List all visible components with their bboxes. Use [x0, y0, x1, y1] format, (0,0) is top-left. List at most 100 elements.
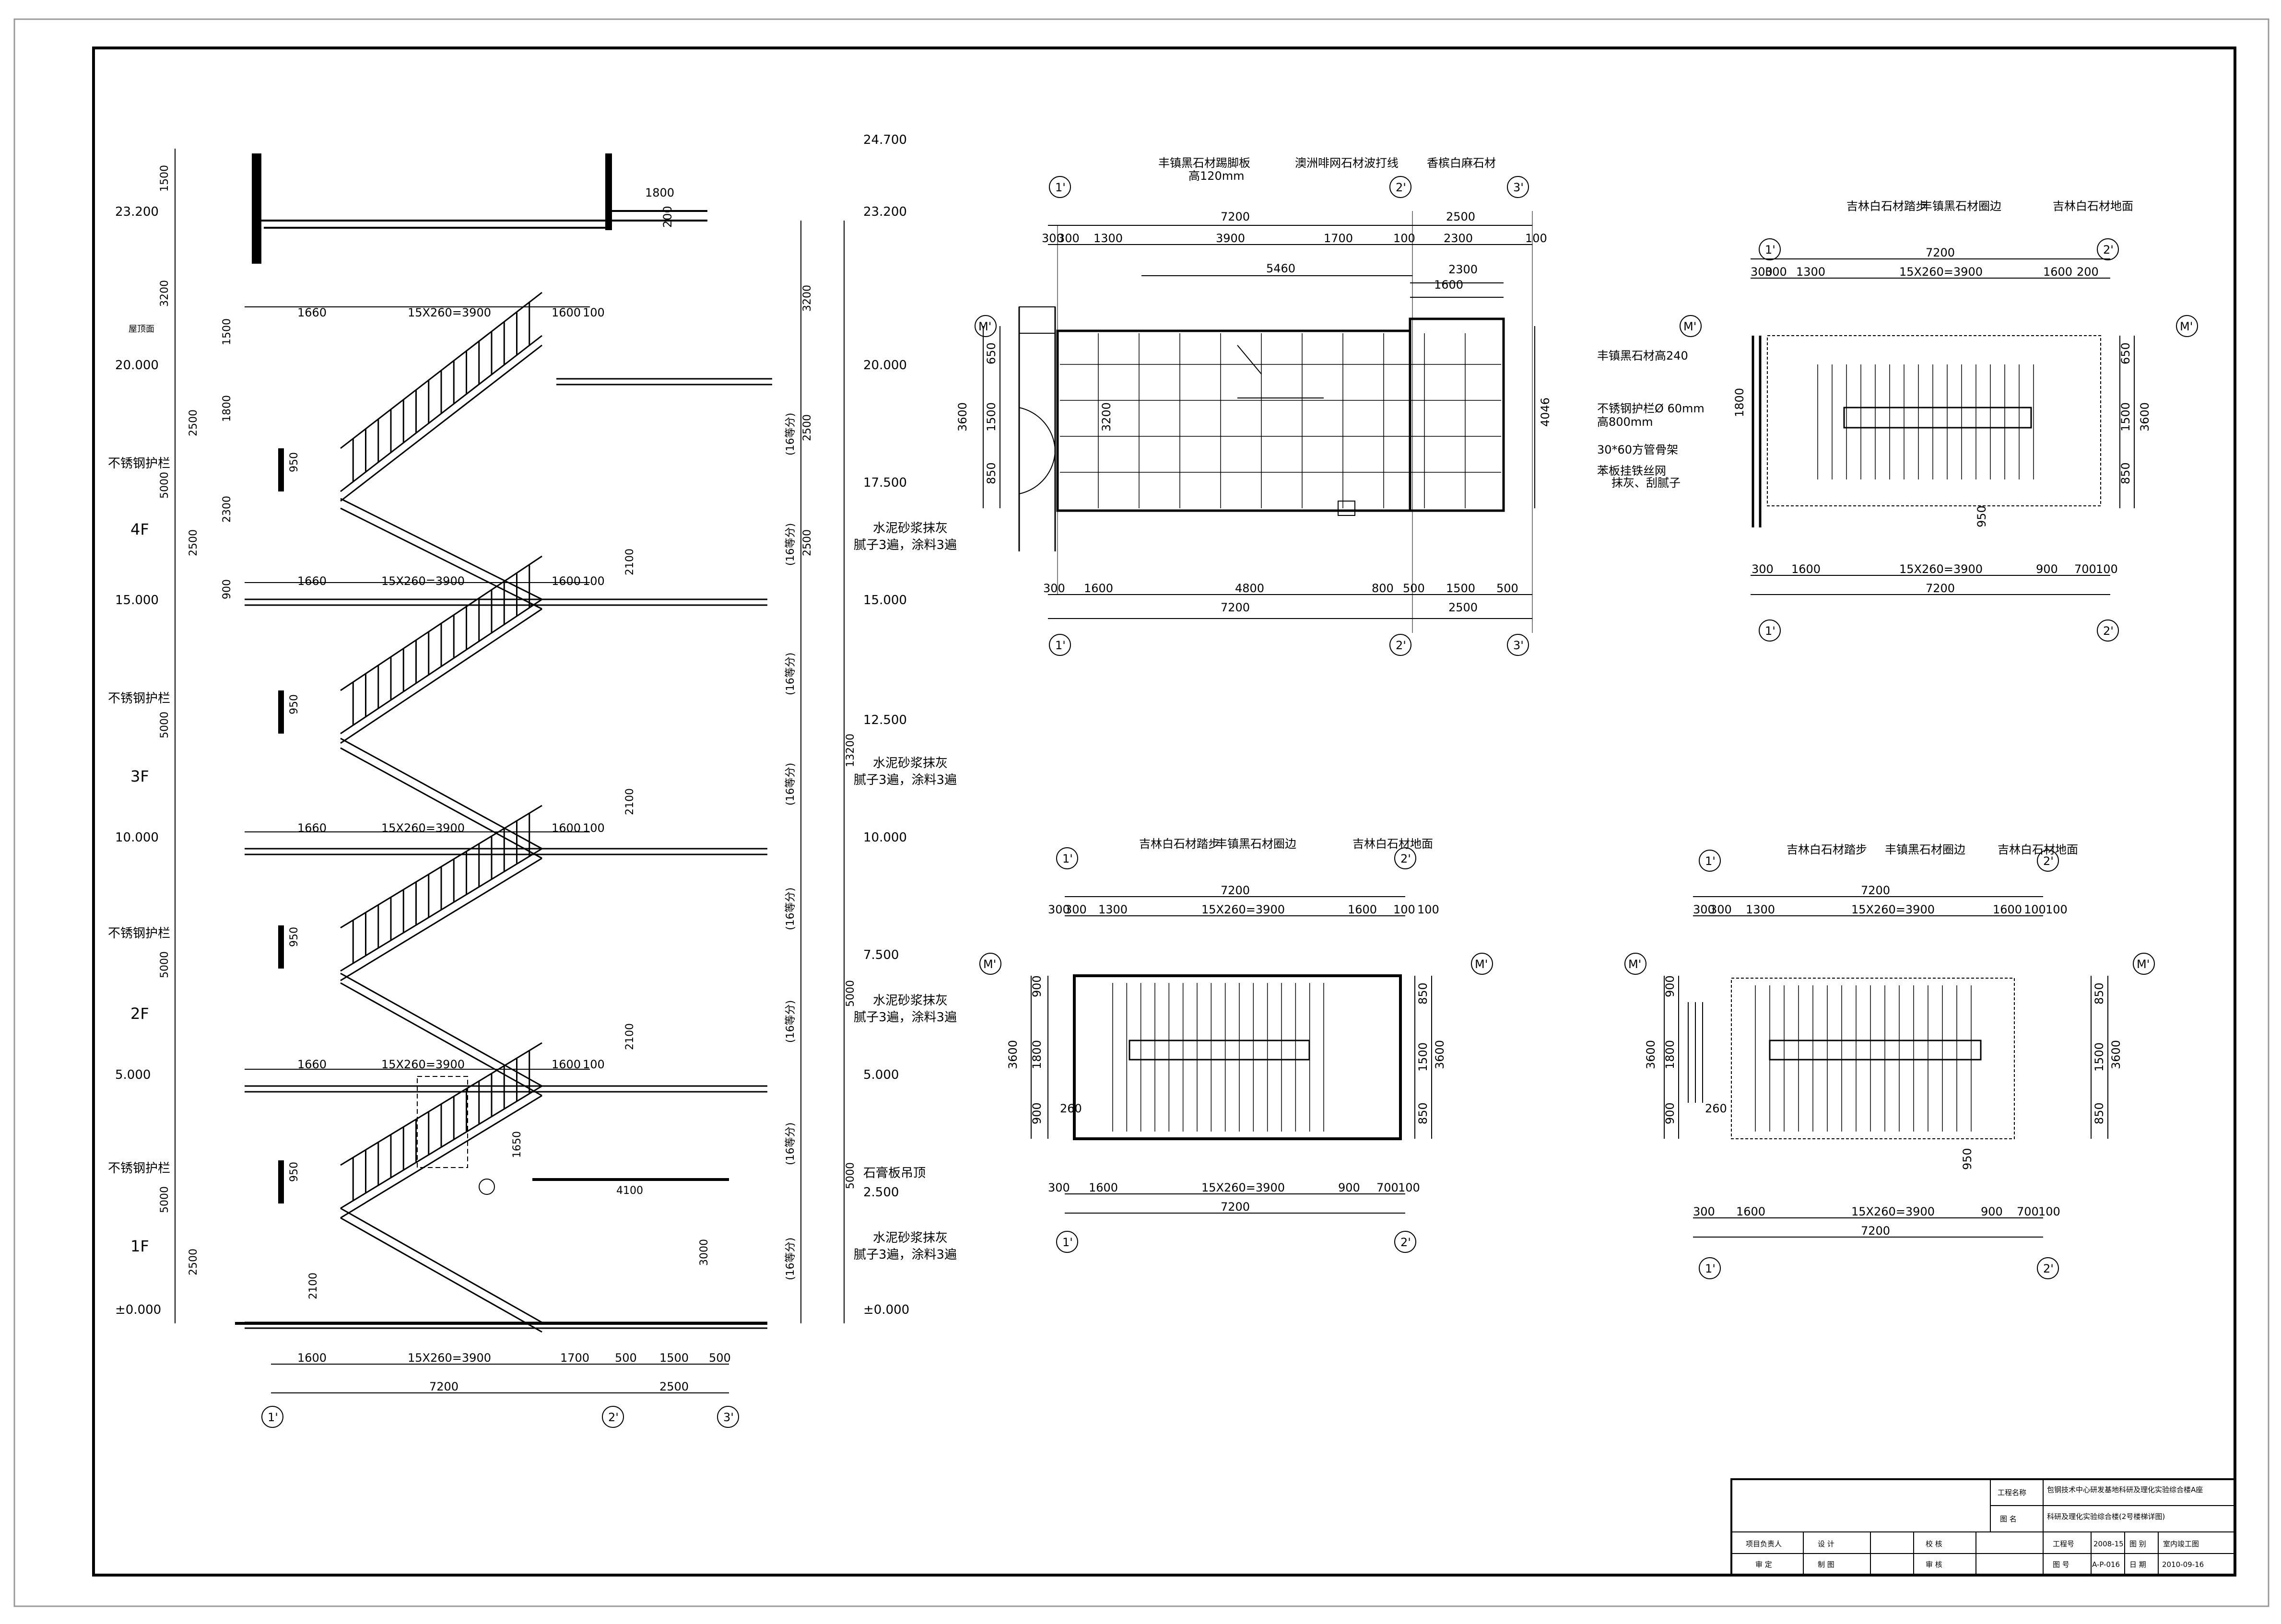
pm-s3600: 3600: [1006, 1040, 1020, 1069]
floor-slabs: [245, 378, 772, 1329]
pt-b7200: 7200: [1221, 601, 1250, 614]
lh-5000c: 5000: [159, 951, 171, 978]
pr-note-black-border: 丰镇黑石材圈边: [1921, 199, 2001, 213]
lh-5000b: 5000: [159, 712, 171, 738]
pb-note-tread: 吉林白石材踏步: [1787, 843, 1867, 856]
detail-callout: [479, 1179, 495, 1195]
in-950a: 950: [288, 452, 300, 472]
pb-axis-2b: 2': [2043, 1262, 2054, 1275]
pb-door: [1688, 1002, 1703, 1103]
elev-5-000: 5.000: [863, 1068, 899, 1082]
rh-label-d: (16等分): [785, 763, 797, 806]
upper-floor-plan: 吉林白石材踏步 丰镇黑石材圈边 吉林白石材地面 丰镇黑石材高240 不锈钢护栏Ø…: [1597, 199, 2198, 642]
floor-label-4f: 4F: [130, 520, 149, 538]
tb-date: 2010-09-16: [2162, 1560, 2204, 1569]
plan-top-dims: 7200 2500 300 300 1300 3900 1700 100 230…: [956, 210, 1552, 614]
floor-label-1f: 1F: [130, 1237, 149, 1255]
pr-s850: 850: [2119, 462, 2132, 484]
pt-b300: 300: [1043, 582, 1065, 595]
pm-15x260: 15X260=3900: [1201, 903, 1285, 916]
pb-1600: 1600: [1993, 903, 2022, 916]
pm-s900a: 900: [1030, 975, 1044, 997]
pr-s650: 650: [2119, 342, 2132, 364]
plaster-note-c2: 腻子3遍，涂料3遍: [854, 1010, 957, 1025]
pm-100a: 100: [1393, 903, 1415, 916]
lh-2500b: 2500: [188, 529, 200, 556]
lh-1800: 1800: [221, 395, 233, 422]
pt-b500a: 500: [1403, 582, 1425, 595]
bd-500a: 500: [615, 1351, 637, 1365]
pt-100b: 100: [1525, 232, 1547, 245]
stair-section-view: 1' 2' 3' 24.700 23.200 20.000 17.500 15.…: [108, 133, 957, 1428]
pt-1600: 1600: [1434, 278, 1463, 292]
tb-job-no: 2008-15: [2093, 1540, 2124, 1548]
pm-100b: 100: [1417, 903, 1439, 916]
note-champagne-granite: 香槟白麻石材: [1427, 156, 1496, 170]
pt-b1500: 1500: [1446, 582, 1475, 595]
pb-axes: 1' 2' 1' 2' M' M': [1624, 850, 2155, 1279]
rh-label-f: (16等分): [785, 1000, 797, 1043]
plaster-note-d2: 腻子3遍，涂料3遍: [854, 1248, 957, 1262]
pr-note-black-240: 丰镇黑石材高240: [1597, 349, 1688, 362]
note-emperador-border: 澳洲啡网石材波打线: [1295, 156, 1399, 170]
in-2100a: 2100: [624, 549, 636, 575]
plan-top-notes: 丰镇黑石材踢脚板 高120mm 澳洲啡网石材波打线 香槟白麻石材: [1158, 156, 1496, 183]
pr-b700: 700: [2074, 562, 2096, 576]
dim-200-roof: 200: [661, 206, 674, 228]
plan-top-floor-tiles: [1060, 333, 1501, 508]
pt-5460: 5460: [1266, 262, 1295, 275]
dim-100-d: 100: [583, 1058, 605, 1071]
pm-b900: 900: [1338, 1181, 1360, 1194]
pt-1700: 1700: [1324, 232, 1353, 245]
elev-24-700: 24.700: [863, 133, 907, 147]
axis-bubble-3-section: [717, 1406, 739, 1428]
pb-300a: 300: [1693, 903, 1715, 916]
detail-callout-box: [417, 1076, 468, 1168]
left-elev-0-000: ±0.000: [115, 1303, 161, 1317]
pb-b900: 900: [1981, 1205, 2003, 1218]
bd-15x260: 15X260=3900: [408, 1351, 491, 1365]
pr-axis-1: 1': [1765, 243, 1775, 257]
pt-b4800: 4800: [1235, 582, 1264, 595]
in-2100c: 2100: [624, 1023, 636, 1050]
tb-dwg-no: A-P-016: [2092, 1560, 2120, 1569]
dim-15x260-d: 15X260=3900: [381, 1058, 465, 1071]
pt-s850: 850: [985, 462, 998, 484]
pm-b7200: 7200: [1221, 1200, 1250, 1214]
handrail: [340, 555, 542, 691]
pr-note-plaster: 抹灰、刮腻子: [1611, 476, 1681, 490]
pr-1300: 1300: [1796, 265, 1825, 279]
bd-7200: 7200: [429, 1380, 459, 1393]
pr-outline: [1767, 335, 2101, 506]
tb-category-label: 图 别: [2129, 1540, 2146, 1548]
in-950c: 950: [288, 927, 300, 947]
pr-note-rail: 不锈钢护栏Ø 60mm: [1597, 402, 1705, 415]
rh-5000: 5000: [845, 980, 857, 1007]
roof-parapet-right: [605, 153, 612, 230]
pr-300a: 300: [1751, 265, 1773, 279]
pt-s4046: 4046: [1539, 397, 1552, 427]
elev-0-000: ±0.000: [863, 1303, 909, 1317]
pm-outline: [1073, 974, 1402, 1140]
pb-s900a: 900: [1663, 975, 1677, 997]
elev-23-200: 23.200: [863, 205, 907, 219]
plan-top-floor-drain: [1338, 501, 1355, 516]
pm-axis-1: 1': [1062, 852, 1073, 865]
floor-label-3f: 3F: [130, 767, 149, 785]
pt-s3200: 3200: [1100, 402, 1113, 432]
pt-100a: 100: [1393, 232, 1415, 245]
axis-bubble-1-section: [261, 1406, 283, 1428]
pb-100a: 100: [2024, 903, 2046, 916]
lh-5000d: 5000: [159, 1186, 171, 1213]
tb-project-lead: 项目负责人: [1746, 1540, 1782, 1548]
pb-well: [1769, 1040, 1982, 1061]
left-elev-15-000: 15.000: [115, 593, 159, 608]
handrail: [340, 1042, 542, 1166]
in-950d: 950: [288, 1162, 300, 1182]
pb-dim-lines: [1664, 896, 2108, 1238]
pt-axis-3b: 3': [1513, 639, 1524, 652]
pb-s3600: 3600: [1644, 1040, 1658, 1069]
pb-notes: 吉林白石材踏步 丰镇黑石材圈边 吉林白石材地面: [1787, 843, 2078, 856]
axis-bubble-2-section: [602, 1406, 624, 1428]
pb-s850a: 850: [2093, 982, 2106, 1005]
